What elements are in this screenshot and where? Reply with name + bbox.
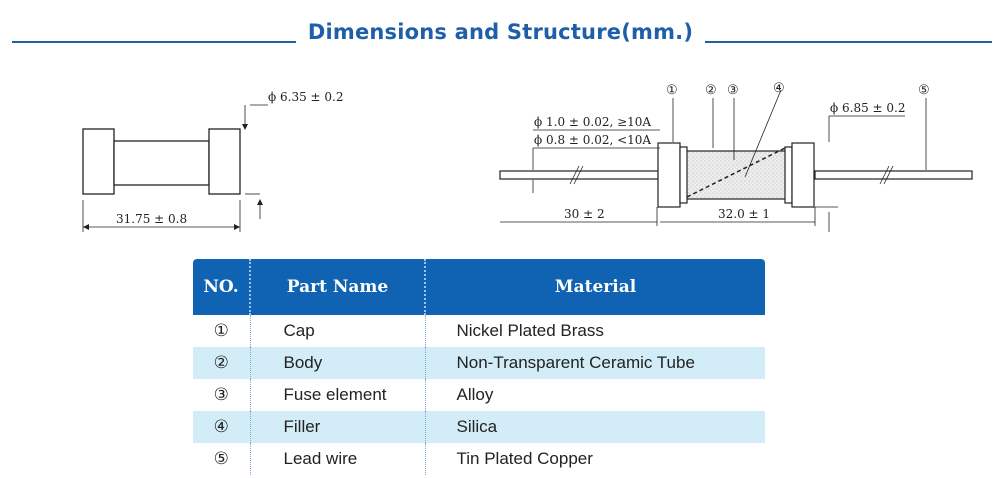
table-row: ⑤ Lead wire Tin Plated Copper: [193, 443, 765, 475]
axial-fuse-drawing: [499, 89, 973, 232]
callout-5: ⑤: [918, 83, 930, 98]
material: Nickel Plated Brass: [424, 315, 765, 347]
header-no: NO.: [193, 259, 250, 315]
part-name: Lead wire: [249, 443, 425, 475]
right-dimension-lines: [500, 89, 927, 232]
left-diameter-label: ϕ 6.35 ± 0.2: [268, 90, 343, 104]
wire-spec-high: ϕ 1.0 ± 0.02, ≥10A: [534, 115, 651, 129]
material: Non-Transparent Ceramic Tube: [424, 347, 765, 379]
left-cap-outer: [657, 142, 681, 208]
part-name: Fuse element: [249, 379, 425, 411]
material: Silica: [424, 411, 765, 443]
material: Alloy: [424, 379, 765, 411]
material: Tin Plated Copper: [424, 443, 765, 475]
part-name: Body: [249, 347, 425, 379]
callout-2: ②: [705, 83, 717, 98]
row-number: ①: [213, 321, 229, 341]
right-diameter-label: ϕ 6.85 ± 0.2: [830, 101, 905, 115]
cartridge-fuse-drawing: [82, 104, 268, 232]
ceramic-tube: [685, 150, 787, 200]
page-title: Dimensions and Structure(mm.): [307, 20, 694, 44]
lead-length-label: 30 ± 2: [564, 207, 605, 221]
parts-table: NO. Part Name Material ① Cap Nickel Plat…: [193, 259, 765, 475]
table-row: ④ Filler Silica: [193, 411, 765, 443]
left-cap-inner: [679, 146, 688, 204]
right-cap: [208, 128, 241, 195]
table-row: ③ Fuse element Alloy: [193, 379, 765, 411]
left-length-label: 31.75 ± 0.8: [116, 212, 187, 226]
left-cap: [82, 128, 115, 195]
header-material: Material: [424, 259, 765, 315]
body-length-label: 32.0 ± 1: [718, 207, 770, 221]
callout-1: ①: [666, 83, 678, 98]
row-number: ④: [193, 411, 250, 443]
header-part-name: Part Name: [249, 259, 425, 315]
right-cap-outer: [791, 142, 815, 208]
title-rule-left: [12, 41, 296, 43]
row-number: ②: [193, 347, 250, 379]
callout-3: ③: [727, 83, 739, 98]
fuse-element-line: [686, 147, 786, 198]
wire-spec-low: ϕ 0.8 ± 0.02, <10A: [534, 133, 651, 147]
right-cap-inner: [784, 146, 793, 204]
row-number: ③: [213, 385, 229, 405]
left-lead-wire: [499, 170, 659, 180]
table-header-row: NO. Part Name Material: [193, 259, 765, 315]
row-number: ⑤: [213, 449, 229, 469]
callout-4: ④: [773, 81, 785, 96]
fuse-body: [113, 140, 210, 186]
table-row: ② Body Non-Transparent Ceramic Tube: [193, 347, 765, 379]
part-name: Cap: [249, 315, 425, 347]
part-name: Filler: [249, 411, 425, 443]
table-row: ① Cap Nickel Plated Brass: [193, 315, 765, 347]
right-lead-wire: [814, 170, 973, 180]
title-rule-right: [705, 41, 992, 43]
